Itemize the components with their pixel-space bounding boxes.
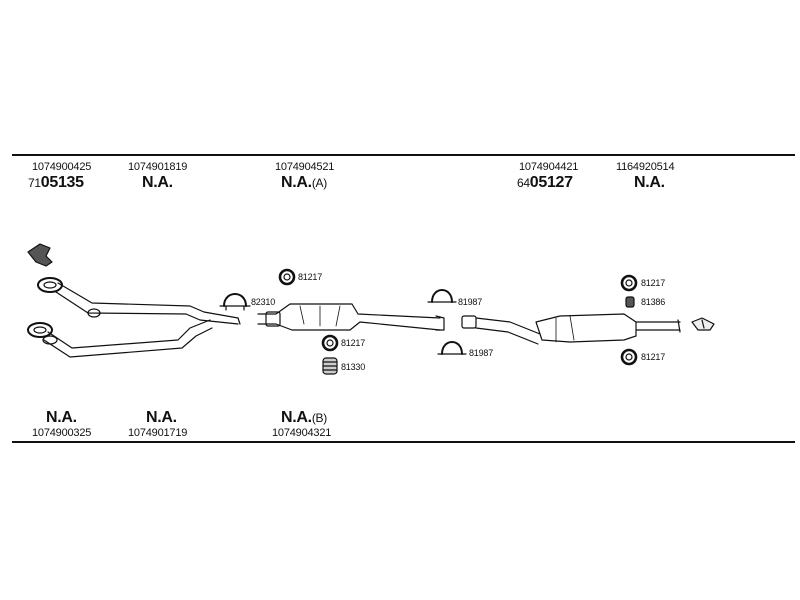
code-main: 05127 [529, 174, 573, 191]
part-number-label: 1074901819 [128, 161, 188, 173]
code-suffix: (A) [311, 176, 327, 190]
code-prefix: 71 [28, 176, 41, 190]
front-pipe-upper [37, 277, 241, 325]
part-number-label: 1164920514 [616, 161, 675, 173]
ring-icon [278, 268, 296, 286]
rear-silencer [461, 313, 681, 345]
code-label: 6405127 [517, 174, 573, 192]
part-callout-label: 82310 [251, 297, 276, 307]
part-number-label: 1074900325 [32, 427, 92, 439]
part-callout-label: 81386 [641, 297, 666, 307]
part-number-label: 1074904321 [272, 427, 332, 439]
code-main: N.A. [281, 174, 312, 191]
rubber-mount-icon [691, 317, 715, 331]
code-main: N.A. [281, 409, 312, 426]
code-label: N.A.(A) [281, 174, 327, 192]
code-main: 05135 [40, 174, 84, 191]
part-callout-label: 81217 [341, 338, 366, 348]
code-label: N.A. [46, 409, 77, 426]
top-divider-line [12, 154, 795, 156]
center-silencer [257, 303, 445, 331]
part-number-label: 1074900425 [32, 161, 92, 173]
ring-icon [321, 334, 339, 352]
code-label: N.A. [634, 174, 665, 191]
front-pipe-lower [27, 319, 213, 358]
part-number-label: 1074904521 [275, 161, 335, 173]
clamp-icon [427, 289, 457, 303]
code-prefix: 64 [517, 176, 530, 190]
part-callout-label: 81217 [298, 272, 323, 282]
rubber-buffer-icon [625, 296, 635, 308]
rubber-buffer-icon [322, 357, 338, 375]
ring-icon [620, 274, 638, 292]
ring-icon [620, 348, 638, 366]
code-label: N.A. [146, 409, 177, 426]
part-callout-label: 81217 [641, 278, 666, 288]
part-callout-label: 81330 [341, 362, 366, 372]
part-number-label: 1074904421 [519, 161, 579, 173]
code-suffix: (B) [311, 411, 327, 425]
code-label: 7105135 [28, 174, 84, 192]
gasket-icon [27, 243, 53, 267]
clamp-icon [437, 341, 467, 355]
part-callout-label: 81987 [469, 348, 494, 358]
code-label: N.A. [142, 174, 173, 191]
part-number-label: 1074901719 [128, 427, 188, 439]
code-label: N.A.(B) [281, 409, 327, 427]
part-callout-label: 81217 [641, 352, 666, 362]
part-callout-label: 81987 [458, 297, 483, 307]
clamp-icon [219, 293, 251, 311]
bottom-divider-line [12, 441, 795, 443]
